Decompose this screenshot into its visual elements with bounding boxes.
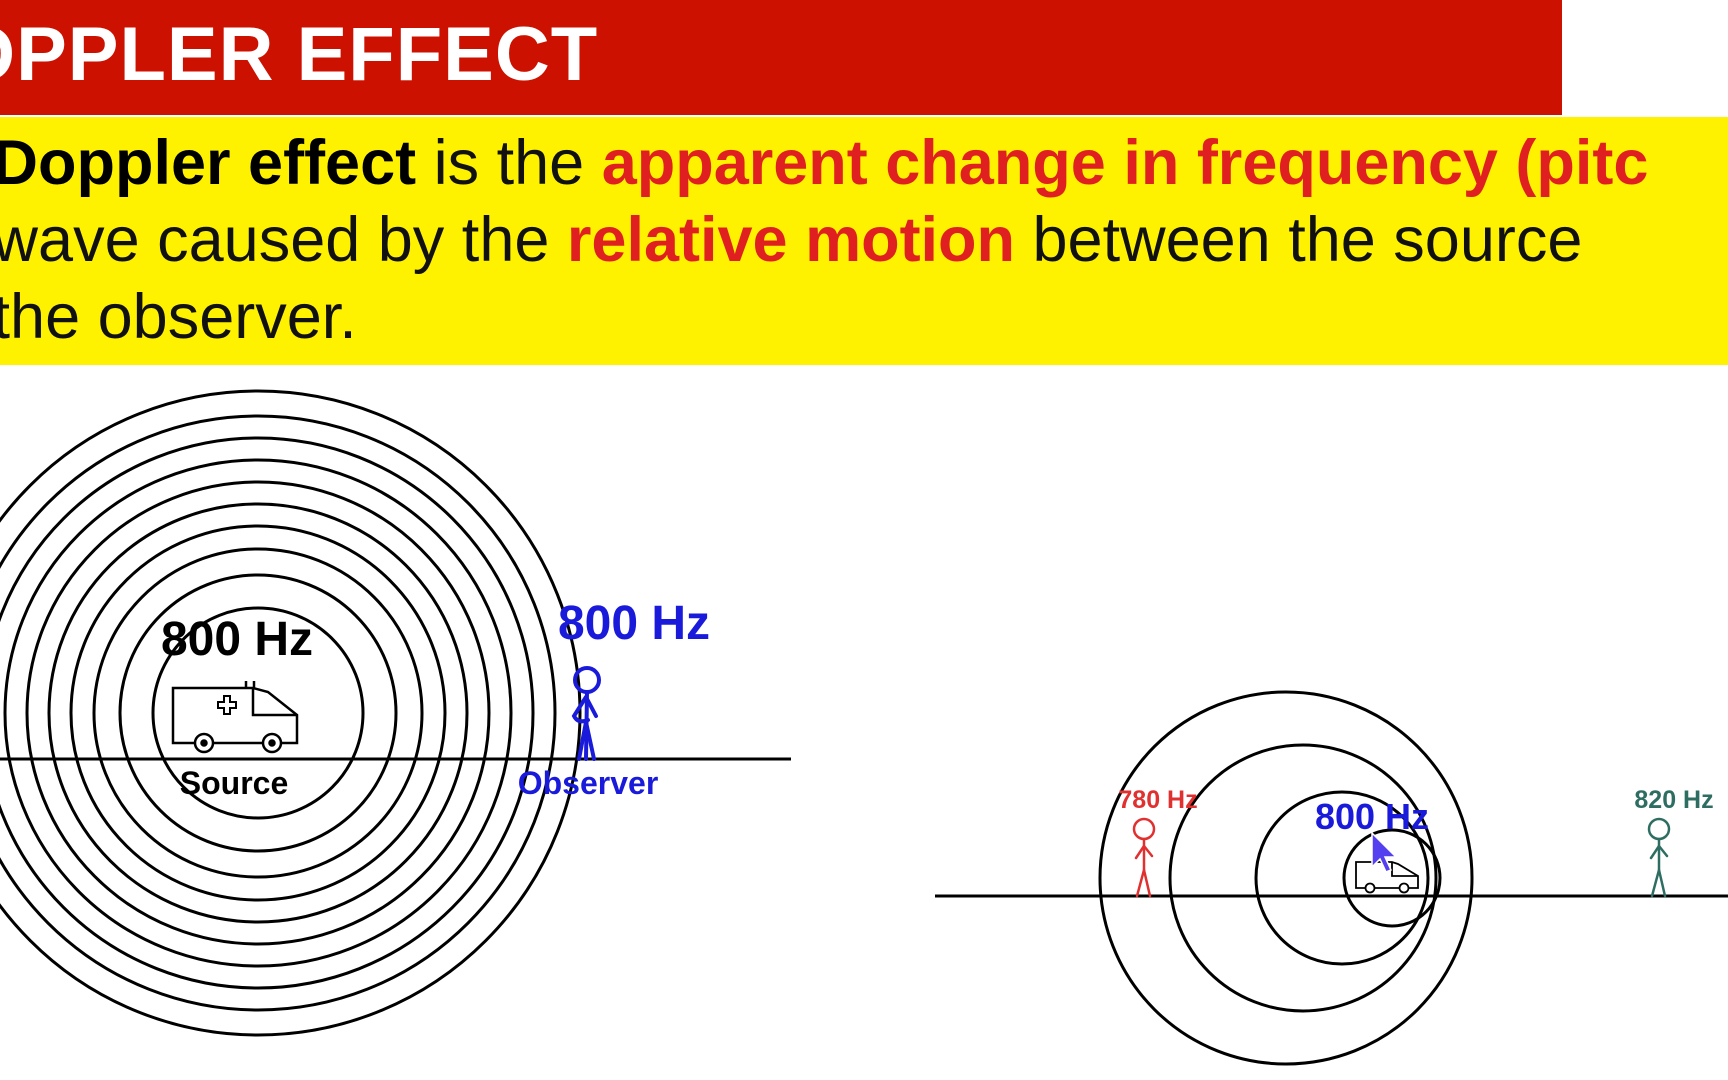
wave-ring <box>25 480 491 946</box>
definition-term: Doppler effect <box>0 128 417 198</box>
stick-figure-icon <box>1647 817 1671 898</box>
wave-ring <box>47 502 469 924</box>
wave-rings-moving <box>1098 690 1474 1066</box>
wave-ring <box>1098 690 1474 1066</box>
definition-line2-suffix: between the source <box>1015 205 1583 275</box>
wave-ring <box>92 547 424 879</box>
stick-figure-icon <box>1132 817 1156 898</box>
slide-title: OPPLER EFFECT <box>0 12 599 97</box>
doppler-diagram: 800 Hz Source 800 Hz Observer 800 Hz <box>0 389 1728 1066</box>
definition-line-3: d the observer. <box>0 282 357 352</box>
mouse-cursor-icon <box>1371 831 1398 873</box>
wave-ring <box>1342 828 1442 928</box>
definition-line2-prefix: a wave caused by the <box>0 205 567 275</box>
definition-text: e Doppler effect is the apparent change … <box>0 125 1728 356</box>
wave-ring <box>151 606 365 820</box>
definition-line-1: e Doppler effect is the apparent change … <box>0 128 1648 198</box>
observer-label: Observer <box>518 765 659 801</box>
wave-ring <box>0 436 535 990</box>
title-bar: OPPLER EFFECT <box>0 0 1562 115</box>
definition-line1-mid: is the <box>416 128 602 198</box>
source-label: Source <box>180 765 288 801</box>
observer-frequency-label: 800 Hz <box>558 597 710 650</box>
definition-line-2: a wave caused by the relative motion bet… <box>0 205 1582 275</box>
ambulance-icon <box>171 681 299 754</box>
wave-ring <box>118 573 398 853</box>
front-observer-frequency-label: 820 Hz <box>1634 786 1713 814</box>
definition-highlight-frequency: apparent change in frequency (pitc <box>601 128 1649 198</box>
definition-highlight-motion: relative motion <box>566 205 1016 275</box>
left-scene: 800 Hz Source 800 Hz Observer <box>0 389 791 1037</box>
wave-ring <box>1168 743 1438 1013</box>
definition-box: e Doppler effect is the apparent change … <box>0 117 1728 365</box>
moving-source-frequency-label: 800 Hz <box>1315 796 1429 837</box>
wave-rings-stationary <box>0 389 582 1037</box>
source-frequency-label: 800 Hz <box>161 613 313 666</box>
wave-ring <box>0 389 582 1037</box>
right-scene: 800 Hz 780 Hz 820 Hz <box>935 690 1728 1066</box>
wave-ring <box>0 414 557 1012</box>
wave-ring <box>1254 790 1430 966</box>
wave-ring <box>69 524 447 902</box>
rear-observer-frequency-label: 780 Hz <box>1118 786 1197 814</box>
wave-ring <box>3 458 513 968</box>
stick-figure-icon <box>571 666 601 761</box>
